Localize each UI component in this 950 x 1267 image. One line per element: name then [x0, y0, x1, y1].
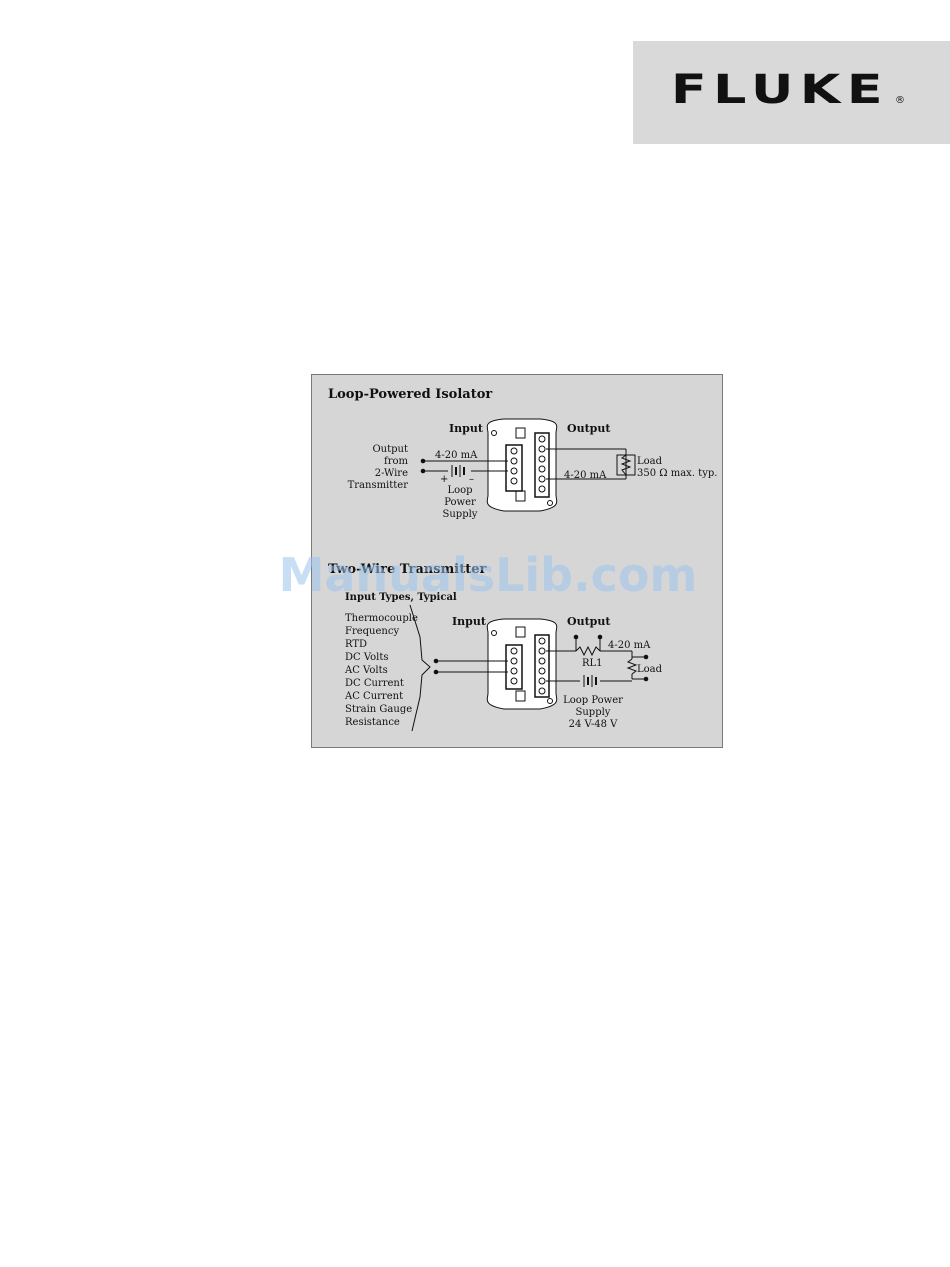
transmitter-input-header: Input [452, 615, 487, 628]
transmitter-title: Two-Wire Transmitter [328, 562, 486, 577]
isolator-supply-line3: Supply [443, 509, 478, 520]
fluke-logo: FLUKE ® [671, 67, 905, 113]
isolator-module [486, 418, 558, 512]
isolator-source-line2: from [384, 456, 409, 467]
isolator-source-line1: Output [372, 444, 408, 455]
isolator-output-current: 4-20 mA [564, 470, 607, 481]
transmitter-module [486, 618, 558, 710]
isolator-source-line3: 2-Wire [375, 468, 408, 479]
input-type-item: AC Volts [344, 665, 388, 676]
wiring-diagrams: Loop-Powered Isolator Input Output Outpu… [328, 387, 717, 732]
isolator-input-header: Input [449, 422, 484, 435]
logo-box: FLUKE ® [633, 41, 950, 144]
input-type-item: Frequency [345, 626, 399, 637]
rl1-label: RL1 [582, 658, 603, 669]
diagram-panel: Loop-Powered Isolator Input Output Outpu… [311, 374, 723, 748]
isolator-load-line2: 350 Ω max. typ. [637, 468, 717, 479]
transmitter-supply-line2: Supply [576, 707, 611, 718]
isolator-minus: – [469, 474, 474, 485]
transmitter-load-label: Load [637, 664, 663, 675]
input-type-item: DC Volts [345, 652, 389, 663]
isolator-supply-line1: Loop [447, 485, 472, 496]
isolator-input-current: 4-20 mA [435, 450, 478, 461]
logo-wordmark: FLUKE [671, 67, 889, 113]
input-type-item: AC Current [344, 691, 403, 702]
transmitter-output-header: Output [567, 615, 611, 628]
input-type-item: RTD [345, 639, 367, 650]
transmitter-output-current: 4-20 mA [608, 640, 651, 651]
input-type-item: Resistance [345, 717, 400, 728]
isolator-plus: + [440, 474, 448, 485]
input-type-item: Strain Gauge [345, 704, 412, 715]
isolator-output-header: Output [567, 422, 611, 435]
isolator-title: Loop-Powered Isolator [328, 387, 492, 402]
transmitter-supply-line1: Loop Power [563, 695, 623, 706]
input-types-header: Input Types, Typical [345, 592, 457, 603]
isolator-load-line1: Load [637, 456, 663, 467]
isolator-supply-line2: Power [444, 497, 476, 508]
transmitter-supply-line3: 24 V-48 V [569, 719, 618, 730]
registered-mark: ® [895, 95, 905, 106]
input-type-item: Thermocouple [345, 613, 418, 624]
watermark-text: ManualsLib.com [278, 548, 698, 602]
input-type-item: DC Current [345, 678, 404, 689]
isolator-source-line4: Transmitter [348, 480, 409, 491]
